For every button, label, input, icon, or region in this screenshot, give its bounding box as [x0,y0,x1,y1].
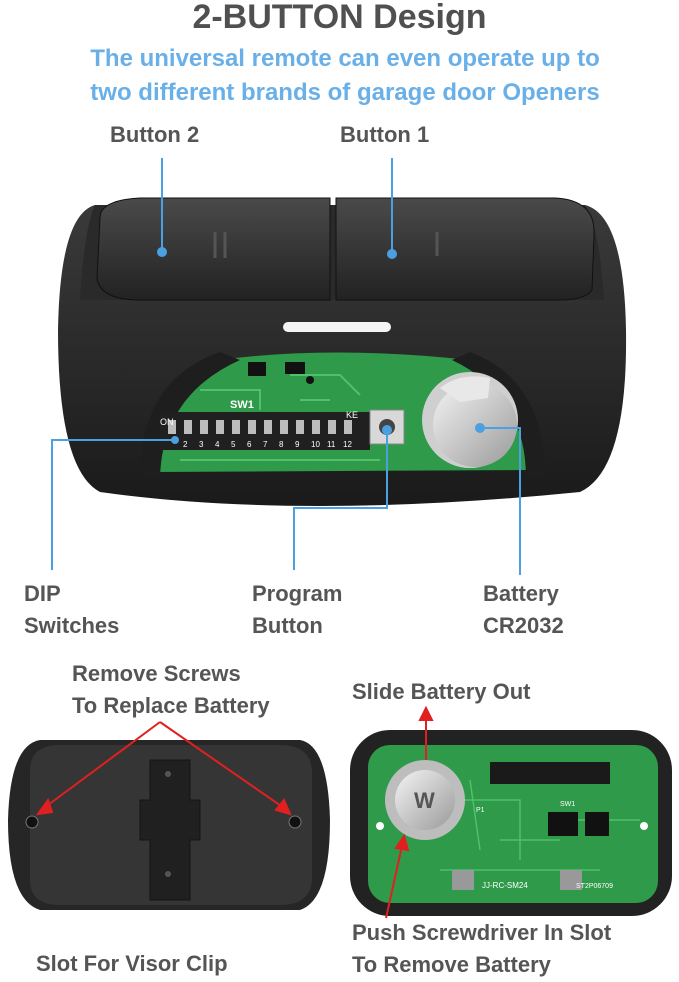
sw1-small-silk: SW1 [560,801,575,808]
label-remove-screws-1: Remove Screws [72,661,241,686]
open-button-left[interactable] [452,870,474,890]
dip-number-label: 2 [183,440,188,449]
p1-silk: P1 [476,807,485,814]
dip-number-label: 12 [343,440,352,449]
label-push-screwdriver-2: To Remove Battery [352,952,551,977]
led-window [283,322,391,332]
open-remote: W JJ-RC-SM24 ST2P06709 SW1 P1 [350,730,672,916]
dip-number-label: 6 [247,440,252,449]
sw1-silk: SW1 [230,399,254,411]
label-battery-line-1: Battery [483,581,559,606]
serial-silk: ST2P06709 [576,883,613,890]
button-1-shape[interactable] [335,197,595,301]
screw-right [288,815,302,829]
dip-number-label: 3 [199,440,204,449]
dip-number-label: 8 [279,440,284,449]
dip-number-label: 5 [231,440,236,449]
subtitle-line-1: The universal remote can even operate up… [90,45,600,72]
model-silk: JJ-RC-SM24 [482,881,528,890]
remote-back [8,740,330,910]
battery-coin [433,383,517,467]
dip-number-label: 4 [215,440,220,449]
label-visor-clip: Slot For Visor Clip [36,951,228,976]
label-program-line-1: Program [252,581,343,606]
dip-number-label: 10 [311,440,320,449]
ke-silk: KE [346,410,358,420]
on-silk: ON [160,417,174,427]
label-slide-battery: Slide Battery Out [352,679,531,704]
label-remove-screws-2: To Replace Battery [72,693,270,718]
top-remote: SW1 ON KE 2 3 4 5 6 7 8 9 10 11 12 [58,197,627,506]
dip-number-label: 11 [327,440,336,449]
top-callouts [51,158,521,575]
label-button-2: Button 2 [110,122,200,147]
subtitle-line-2: two different brands of garage door Open… [90,79,600,106]
open-button-right[interactable] [560,870,582,890]
svg-text:W: W [414,788,435,813]
label-button-1: Button 1 [340,122,430,147]
dip-number-label: 9 [295,440,300,449]
label-dip-line-2: Switches [24,613,120,638]
label-battery-line-2: CR2032 [483,613,564,638]
label-push-screwdriver-1: Push Screwdriver In Slot [352,920,612,945]
visor-clip-slot [139,759,201,901]
label-dip-line-1: DIP [24,581,61,606]
page-title: 2-BUTTON Design [192,0,487,36]
dip-number-label: 7 [263,440,268,449]
label-program-line-2: Button [252,613,323,638]
screw-left [25,815,39,829]
screw-callouts [35,721,292,816]
open-callouts [385,705,434,919]
